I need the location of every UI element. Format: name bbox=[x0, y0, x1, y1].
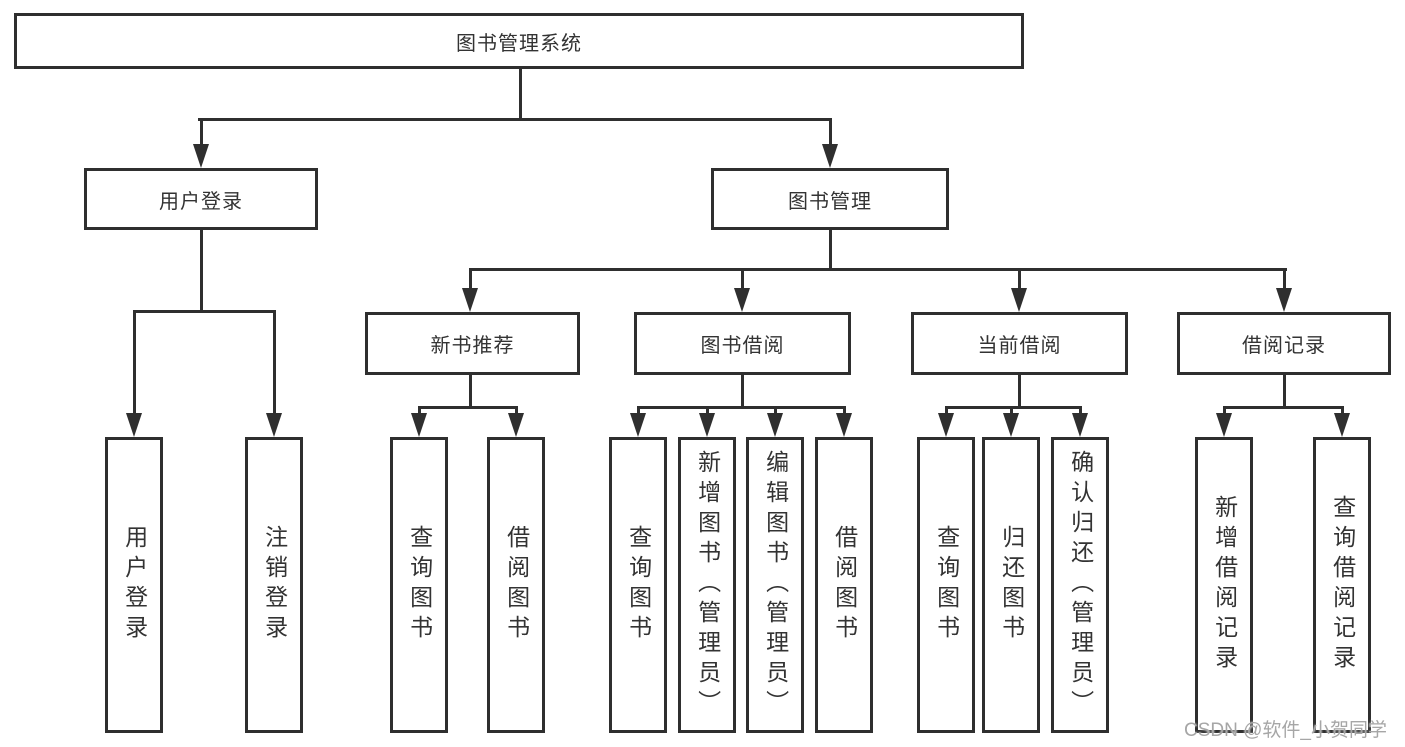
connector-drop bbox=[843, 406, 846, 418]
arrow-down-icon bbox=[1003, 413, 1019, 437]
leaf-logout-label: 注销登录 bbox=[261, 525, 288, 645]
connector-drop bbox=[515, 406, 518, 418]
leaf-query-borrow-record-label: 查询借阅记录 bbox=[1329, 495, 1356, 675]
arrow-down-icon bbox=[699, 413, 715, 437]
node-new-book-recommend-label: 新书推荐 bbox=[430, 335, 515, 357]
connector-records-rail bbox=[1223, 406, 1344, 409]
connector-bookmgmt-stem bbox=[829, 230, 832, 268]
leaf-logout: 注销登录 bbox=[245, 437, 303, 733]
node-book-borrow-label: 图书借阅 bbox=[700, 335, 785, 357]
connector-login-leaf2-drop bbox=[273, 310, 276, 415]
leaf-edit-book-admin-label: 编辑图书（管理员） bbox=[762, 450, 789, 720]
connector-login-leaf1-drop bbox=[133, 310, 136, 415]
arrow-down-icon bbox=[462, 288, 478, 312]
leaf-borrow-books: 借阅图书 bbox=[815, 437, 873, 733]
connector-recommend-stem bbox=[469, 375, 472, 408]
leaf-edit-book-admin: 编辑图书（管理员） bbox=[746, 437, 804, 733]
connector-recommend-drop bbox=[469, 268, 472, 290]
connector-borrow-drop bbox=[741, 268, 744, 290]
arrow-down-icon bbox=[126, 413, 142, 437]
arrow-down-icon bbox=[1072, 413, 1088, 437]
leaf-query-books-recommend-label: 查询图书 bbox=[406, 525, 433, 645]
connector-drop bbox=[706, 406, 709, 418]
arrow-down-icon bbox=[836, 413, 852, 437]
leaf-return-books: 归还图书 bbox=[982, 437, 1040, 733]
leaf-query-books-borrow: 查询图书 bbox=[609, 437, 667, 733]
node-borrow-records-label: 借阅记录 bbox=[1242, 335, 1326, 357]
leaf-user-login: 用户登录 bbox=[105, 437, 163, 733]
connector-borrow-rail bbox=[637, 406, 846, 409]
arrow-down-icon bbox=[630, 413, 646, 437]
connector-login-rail bbox=[133, 310, 276, 313]
leaf-query-borrow-record: 查询借阅记录 bbox=[1313, 437, 1371, 733]
node-current-borrow-label: 当前借阅 bbox=[977, 335, 1062, 357]
arrow-down-icon bbox=[1216, 413, 1232, 437]
arrow-down-icon bbox=[734, 288, 750, 312]
leaf-query-books-recommend: 查询图书 bbox=[390, 437, 448, 733]
arrow-down-icon bbox=[1276, 288, 1292, 312]
connector-level1-rail bbox=[198, 118, 832, 121]
arrow-down-icon bbox=[508, 413, 524, 437]
leaf-borrow-books-recommend-label: 借阅图书 bbox=[503, 525, 530, 645]
connector-user-login-drop bbox=[200, 118, 203, 146]
connector-drop bbox=[418, 406, 421, 418]
node-user-login-label: 用户登录 bbox=[159, 190, 243, 213]
leaf-query-books-borrow-label: 查询图书 bbox=[625, 525, 652, 645]
connector-current-rail bbox=[945, 406, 1082, 409]
leaf-confirm-return-admin: 确认归还（管理员） bbox=[1051, 437, 1109, 733]
leaf-borrow-books-label: 借阅图书 bbox=[831, 525, 858, 645]
leaf-return-books-label: 归还图书 bbox=[998, 525, 1025, 645]
arrow-down-icon bbox=[767, 413, 783, 437]
connector-current-drop bbox=[1018, 268, 1021, 290]
leaf-add-book-admin-label: 新增图书（管理员） bbox=[694, 450, 721, 720]
arrow-down-icon bbox=[1334, 413, 1350, 437]
node-user-login: 用户登录 bbox=[84, 168, 318, 230]
node-root-label: 图书管理系统 bbox=[456, 32, 582, 55]
connector-login-stem bbox=[200, 230, 203, 310]
arrow-down-icon bbox=[822, 144, 838, 168]
leaf-query-books-current-label: 查询图书 bbox=[933, 525, 960, 645]
node-current-borrow: 当前借阅 bbox=[911, 312, 1128, 375]
connector-drop bbox=[1079, 406, 1082, 418]
leaf-add-borrow-record: 新增借阅记录 bbox=[1195, 437, 1253, 733]
leaf-query-books-current: 查询图书 bbox=[917, 437, 975, 733]
connector-borrow-stem bbox=[741, 375, 744, 408]
connector-drop bbox=[774, 406, 777, 418]
leaf-add-book-admin: 新增图书（管理员） bbox=[678, 437, 736, 733]
connector-recommend-rail bbox=[418, 406, 518, 409]
leaf-borrow-books-recommend: 借阅图书 bbox=[487, 437, 545, 733]
connector-drop bbox=[945, 406, 948, 418]
arrow-down-icon bbox=[266, 413, 282, 437]
connector-drop bbox=[637, 406, 640, 418]
connector-drop bbox=[1341, 406, 1344, 418]
arrow-down-icon bbox=[938, 413, 954, 437]
connector-root-stem bbox=[519, 69, 522, 118]
connector-drop bbox=[1223, 406, 1226, 418]
node-book-management: 图书管理 bbox=[711, 168, 949, 230]
node-new-book-recommend: 新书推荐 bbox=[365, 312, 580, 375]
arrow-down-icon bbox=[193, 144, 209, 168]
csdn-watermark: CSDN @软件_小贺同学 bbox=[1184, 720, 1387, 741]
arrow-down-icon bbox=[1011, 288, 1027, 312]
node-borrow-records: 借阅记录 bbox=[1177, 312, 1391, 375]
node-book-borrow: 图书借阅 bbox=[634, 312, 851, 375]
connector-level2-rail bbox=[469, 268, 1287, 271]
leaf-add-borrow-record-label: 新增借阅记录 bbox=[1211, 495, 1238, 675]
leaf-confirm-return-admin-label: 确认归还（管理员） bbox=[1067, 450, 1094, 720]
connector-records-stem bbox=[1283, 375, 1286, 408]
arrow-down-icon bbox=[411, 413, 427, 437]
node-book-management-label: 图书管理 bbox=[788, 190, 872, 213]
connector-book-mgmt-drop bbox=[829, 118, 832, 146]
leaf-user-login-label: 用户登录 bbox=[121, 525, 148, 645]
connector-current-stem bbox=[1018, 375, 1021, 408]
connector-drop bbox=[1010, 406, 1013, 418]
node-root-library-system: 图书管理系统 bbox=[14, 13, 1024, 69]
connector-records-drop bbox=[1283, 268, 1286, 290]
